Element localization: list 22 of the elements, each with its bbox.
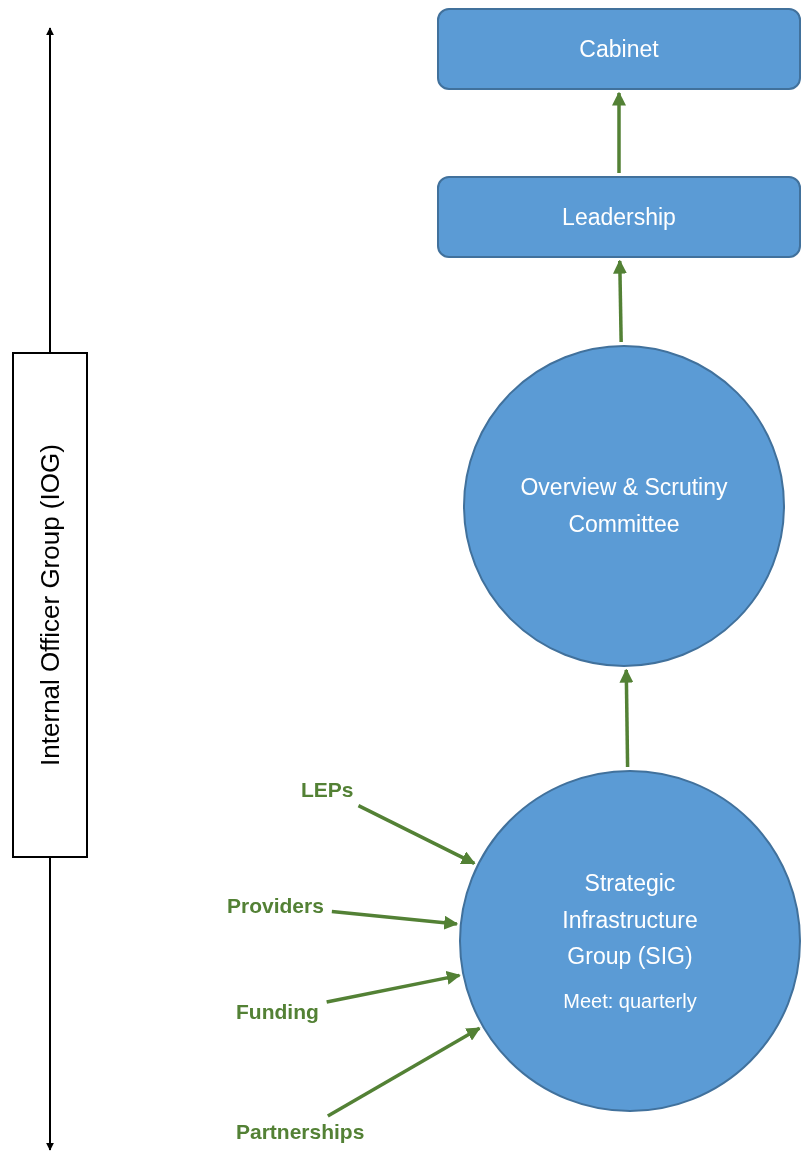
arrow (46, 27, 54, 353)
input-label: Partnerships (236, 1120, 365, 1144)
input-label: LEPs (301, 778, 354, 802)
node-title: Strategic Infrastructure Group (SIG) (561, 868, 699, 972)
rounded-box (437, 176, 801, 258)
node-title: Cabinet (579, 34, 659, 64)
input-label: Funding (236, 1000, 319, 1024)
arrow (326, 970, 461, 1004)
arrow (612, 91, 626, 173)
arrow (331, 909, 459, 930)
arrow (619, 668, 634, 768)
arrow (613, 259, 627, 343)
node-title: Leadership (562, 202, 676, 232)
node-title: Internal Officer Group (IOG) (34, 444, 66, 766)
arrow (46, 857, 54, 1151)
vertical-bar-box (12, 352, 88, 858)
node-note: Meet: quarterly (563, 989, 697, 1015)
rounded-box (437, 8, 801, 90)
node-title: Overview & Scrutiny Committee (519, 473, 729, 539)
arrow (326, 1026, 481, 1118)
input-label: Providers (227, 894, 324, 918)
arrow (357, 804, 476, 865)
